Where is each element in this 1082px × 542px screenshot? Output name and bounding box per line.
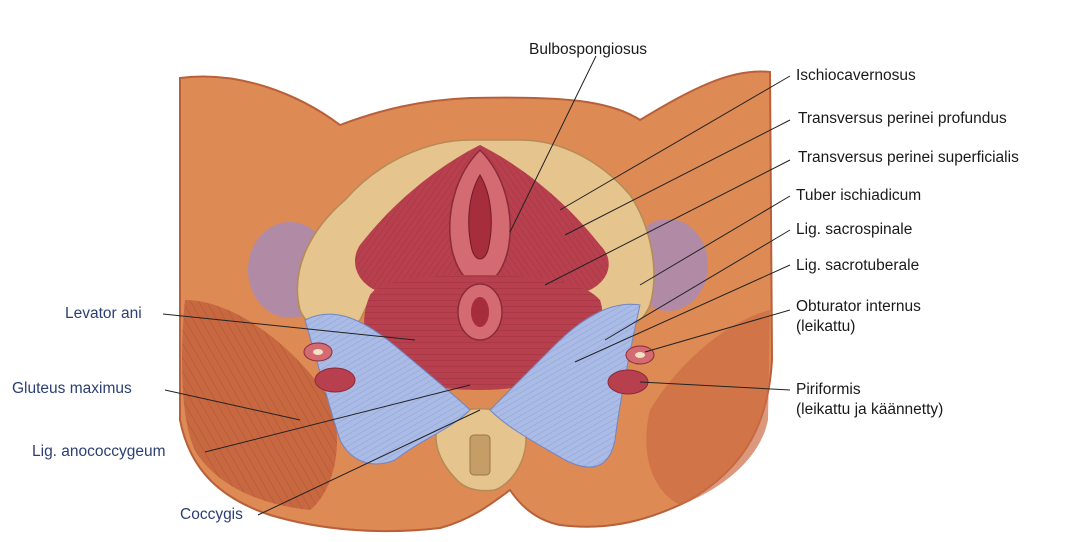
label-transversus-perinei-profundus: Transversus perinei profundus — [798, 110, 1007, 128]
label-bulbospongiosus: Bulbospongiosus — [529, 41, 647, 59]
label-lig-anococcygeum: Lig. anococcygeum — [32, 443, 166, 461]
piriformis-left — [315, 368, 355, 392]
label-lig-sacrotuberale: Lig. sacrotuberale — [796, 257, 919, 275]
label-obturator-internus: Obturator internus — [796, 298, 921, 316]
label-piriformis: Piriformis — [796, 381, 861, 399]
label-tuber-ischiadicum: Tuber ischiadicum — [796, 187, 921, 205]
label-piriformis-note: (leikattu ja käännetty) — [796, 401, 943, 419]
label-ischiocavernosus: Ischiocavernosus — [796, 67, 916, 85]
label-obturator-internus-note: (leikattu) — [796, 318, 855, 336]
label-gluteus-maximus: Gluteus maximus — [12, 380, 132, 398]
label-transversus-perinei-superficialis: Transversus perinei superficialis — [798, 149, 1019, 167]
label-lig-sacrospinale: Lig. sacrospinale — [796, 221, 912, 239]
label-levator-ani: Levator ani — [65, 305, 142, 323]
label-coccygis: Coccygis — [180, 506, 243, 524]
